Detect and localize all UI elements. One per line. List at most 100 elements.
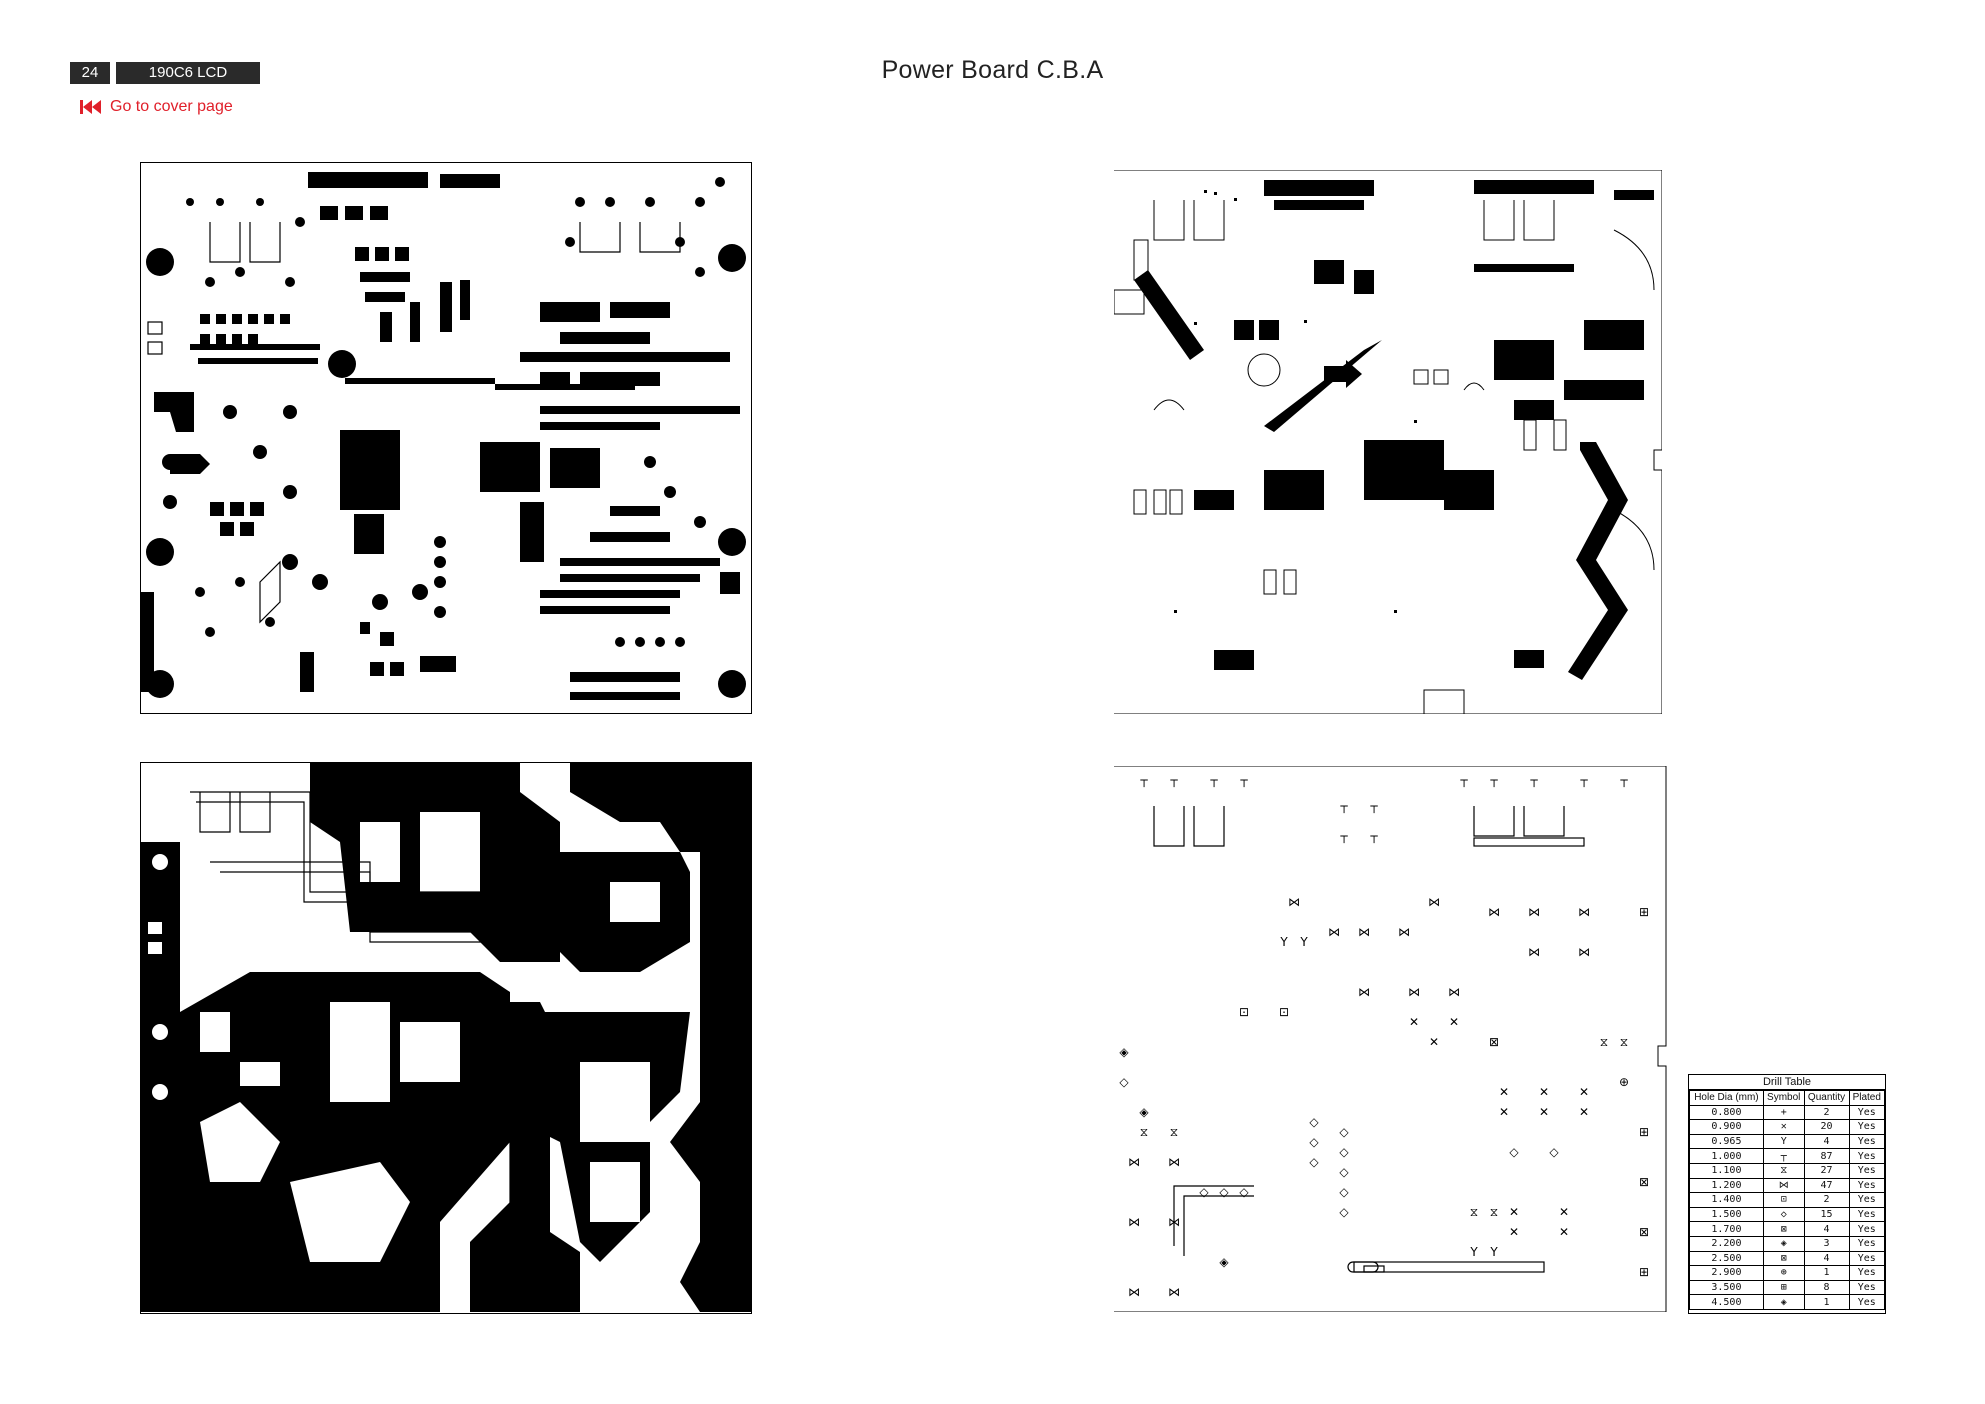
svg-text:⧖: ⧖ (1490, 1205, 1498, 1219)
cell-qty: 27 (1803, 1162, 1850, 1179)
svg-text:┬: ┬ (1369, 799, 1378, 813)
cell-plated: Yes (1848, 1133, 1885, 1150)
svg-text:◇: ◇ (1509, 1145, 1519, 1159)
svg-text:◇: ◇ (1219, 1185, 1229, 1199)
cell-qty: 15 (1803, 1206, 1850, 1223)
svg-text:⋈: ⋈ (1408, 985, 1420, 999)
svg-text:┬: ┬ (1529, 773, 1538, 787)
model-badge: 190C6 LCD (116, 62, 260, 84)
svg-text:Y: Y (1299, 935, 1308, 949)
svg-text:⋈: ⋈ (1528, 905, 1540, 919)
drill-table-grid: Hole Dia (mm) Symbol Quantity Plated 0.8… (1689, 1090, 1885, 1310)
svg-text:✕: ✕ (1539, 1085, 1549, 1099)
svg-text:⋈: ⋈ (1578, 905, 1590, 919)
svg-text:◇: ◇ (1239, 1185, 1249, 1199)
cell-qty: 87 (1803, 1148, 1850, 1164)
cell-dia: 1.000 (1689, 1148, 1764, 1164)
svg-text:✕: ✕ (1539, 1105, 1549, 1119)
svg-text:✕: ✕ (1509, 1205, 1519, 1219)
svg-text:◇: ◇ (1119, 1075, 1129, 1089)
svg-text:◇: ◇ (1199, 1185, 1209, 1199)
cell-symbol: ⧖ (1762, 1162, 1805, 1179)
svg-text:┬: ┬ (1339, 799, 1348, 813)
cell-plated: Yes (1848, 1119, 1885, 1135)
svg-text:✕: ✕ (1499, 1085, 1509, 1099)
svg-text:✕: ✕ (1499, 1105, 1509, 1119)
cell-dia: 2.200 (1689, 1235, 1764, 1252)
svg-text:⊠: ⊠ (1639, 1175, 1649, 1189)
svg-text:┬: ┬ (1459, 773, 1468, 787)
svg-text:⧖: ⧖ (1620, 1035, 1628, 1049)
svg-text:⋈: ⋈ (1128, 1285, 1140, 1299)
svg-text:✕: ✕ (1449, 1015, 1459, 1029)
svg-text:◇: ◇ (1339, 1165, 1349, 1179)
go-to-cover-link[interactable]: Go to cover page (80, 96, 233, 118)
cell-symbol: + (1762, 1104, 1805, 1121)
cell-plated: Yes (1848, 1192, 1885, 1208)
cell-qty: 4 (1803, 1133, 1850, 1150)
cell-symbol: ┬ (1762, 1148, 1805, 1164)
cell-qty: 1 (1803, 1265, 1850, 1281)
cell-qty: 2 (1803, 1104, 1850, 1121)
cell-symbol: ⊞ (1762, 1279, 1805, 1296)
col-plated: Plated (1848, 1090, 1885, 1106)
svg-text:✕: ✕ (1579, 1085, 1589, 1099)
cell-dia: 0.900 (1689, 1119, 1764, 1135)
cell-dia: 1.700 (1689, 1221, 1764, 1237)
svg-text:Y: Y (1279, 935, 1288, 949)
svg-text:✕: ✕ (1509, 1225, 1519, 1239)
svg-text:⋈: ⋈ (1328, 925, 1340, 939)
cell-dia: 0.965 (1689, 1133, 1764, 1150)
cell-plated: Yes (1848, 1221, 1885, 1237)
col-hole-dia: Hole Dia (mm) (1689, 1090, 1764, 1106)
pcb-drill-map-view: ┬┬┬┬ ┬┬┬┬ ┬┬┬┬┬ ⋈⋈⋈⋈ ⋈⋈⋈⋈ ⋈⋈ ⋈⋈⋈ ✕✕✕ ✕✕✕… (1114, 766, 1670, 1312)
cell-symbol: ⊠ (1762, 1250, 1805, 1267)
cell-plated: Yes (1848, 1279, 1885, 1296)
svg-text:⊡: ⊡ (1239, 1005, 1249, 1019)
cell-symbol: ⋈ (1762, 1177, 1805, 1194)
cell-symbol: Y (1762, 1133, 1805, 1150)
cell-plated: Yes (1848, 1294, 1885, 1310)
svg-text:Y: Y (1489, 1245, 1498, 1259)
svg-text:✕: ✕ (1559, 1205, 1569, 1219)
svg-text:⊞: ⊞ (1639, 905, 1649, 919)
page-number-badge: 24 (70, 62, 110, 84)
svg-text:⋈: ⋈ (1578, 945, 1590, 959)
svg-text:⋈: ⋈ (1358, 985, 1370, 999)
svg-text:✕: ✕ (1409, 1015, 1419, 1029)
cell-qty: 1 (1803, 1294, 1850, 1310)
svg-text:⧖: ⧖ (1600, 1035, 1608, 1049)
col-quantity: Quantity (1803, 1090, 1850, 1106)
svg-text:⋈: ⋈ (1528, 945, 1540, 959)
col-symbol: Symbol (1762, 1090, 1805, 1106)
cell-dia: 1.100 (1689, 1162, 1764, 1179)
cell-dia: 2.500 (1689, 1250, 1764, 1267)
page-title: Power Board C.B.A (881, 56, 1104, 84)
svg-text:┬: ┬ (1239, 773, 1248, 787)
svg-text:⋈: ⋈ (1488, 905, 1500, 919)
svg-text:⋈: ⋈ (1288, 895, 1300, 909)
svg-text:⊞: ⊞ (1639, 1125, 1649, 1139)
pcb-silkscreen-view (1114, 170, 1662, 714)
cell-qty: 47 (1803, 1177, 1850, 1194)
svg-text:⧖: ⧖ (1140, 1125, 1148, 1139)
cell-plated: Yes (1848, 1162, 1885, 1179)
cell-symbol: ◇ (1762, 1206, 1805, 1223)
svg-text:⋈: ⋈ (1358, 925, 1370, 939)
cell-dia: 1.200 (1689, 1177, 1764, 1194)
pcb-pad-layer-view (140, 162, 752, 714)
svg-text:⋈: ⋈ (1428, 895, 1440, 909)
cell-symbol: ◈ (1762, 1235, 1805, 1252)
cell-symbol: ◈ (1762, 1294, 1805, 1310)
svg-text:⧖: ⧖ (1170, 1125, 1178, 1139)
svg-text:⊠: ⊠ (1639, 1225, 1649, 1239)
svg-text:◇: ◇ (1309, 1155, 1319, 1169)
